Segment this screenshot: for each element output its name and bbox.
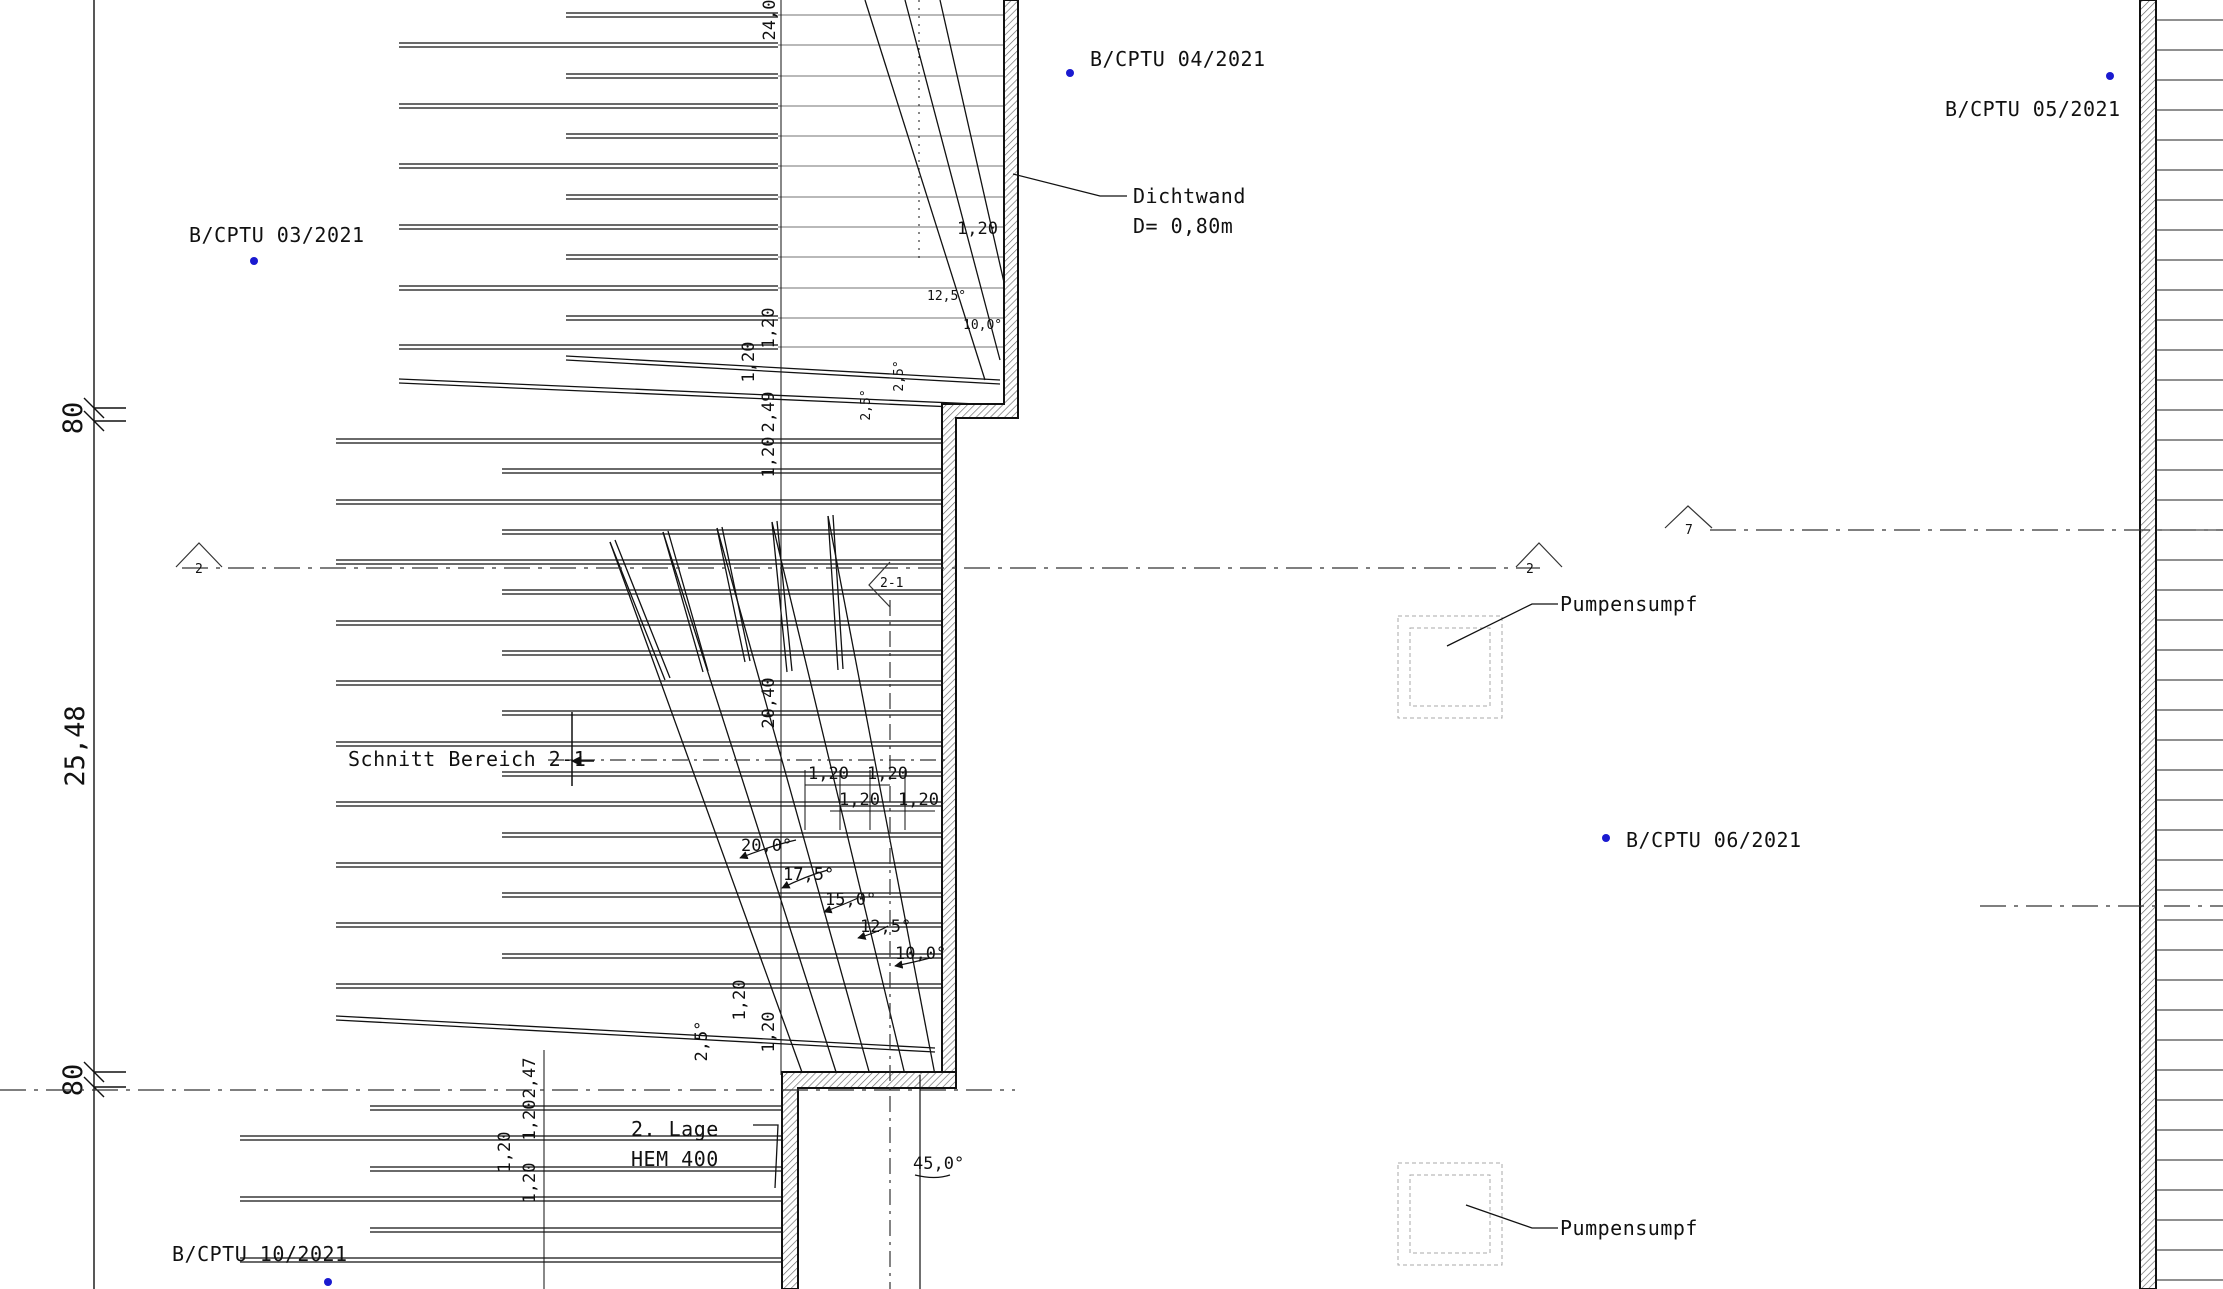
section-marker-far: 7 [1685, 523, 1693, 538]
borehole-dot-06 [1602, 834, 1610, 842]
angle-10-0-top: 10,0° [963, 318, 1002, 333]
angle-2-5-top: 2,5° [892, 360, 907, 391]
dim-24-0: 24,0 [760, 0, 780, 40]
section-lines [0, 505, 2223, 1289]
borehole-dot-10 [324, 1278, 332, 1286]
dim-low-1-20-b: 1,20 [759, 1012, 779, 1053]
dim-low-1-20-a: 1,20 [730, 980, 750, 1021]
left-dimension-chain [83, 0, 126, 1289]
left-dim-text-bottom: 80 [58, 1064, 89, 1097]
borehole-dot-05 [2106, 72, 2114, 80]
leader-lines [753, 173, 1558, 1229]
borehole-label-03: B/CPTU 03/2021 [189, 223, 365, 247]
reference-lines [543, 0, 920, 1289]
left-dim-text-middle: 25,48 [60, 705, 91, 786]
dichtwand-thickness: D= 0,80m [1133, 214, 1233, 238]
dim-mid-1-20-b: 1,20 [867, 764, 908, 784]
section-marker-right: 2 [1526, 562, 1534, 577]
borehole-dot-04 [1066, 69, 1074, 77]
borehole-label-10: B/CPTU 10/2021 [172, 1242, 348, 1266]
borehole-label-04: B/CPTU 04/2021 [1090, 47, 1266, 71]
dim-80-bottom: 80 [58, 1064, 89, 1097]
section-label: Schnitt Bereich 2-1 [348, 747, 586, 771]
dim-20-40: 20,40 [759, 677, 779, 728]
angle-17-5: 17,5° [783, 865, 834, 885]
dim-top-1-20-b: 1,20 [739, 342, 759, 383]
dim-low-2-47: 2,47 [520, 1058, 540, 1099]
pump-sump-1 [1397, 615, 1503, 719]
right-wall-anchors [2156, 19, 2223, 1281]
angle-2-5-top2: 2,5° [859, 389, 874, 420]
dim-low-1-20-c: 1,20 [520, 1100, 540, 1141]
anchor-tendons [778, 14, 1005, 348]
angle-10-0: 10,0° [895, 944, 946, 964]
dim-top-1-20-c: 1,20 [759, 437, 779, 478]
borehole-label-06: B/CPTU 06/2021 [1626, 828, 1802, 852]
mid-dimension-ticks [804, 770, 935, 830]
angle-20-0: 20,0° [741, 836, 792, 856]
dim-right-1-20: 1,20 [957, 219, 998, 239]
lage-label: 2. Lage [631, 1117, 719, 1141]
dim-25-48: 25,48 [60, 705, 91, 786]
angle-15-0: 15,0° [825, 890, 876, 910]
left-dim-text-top: 80 [58, 402, 89, 435]
dim-low-1-20-d: 1,20 [495, 1132, 515, 1173]
section-arrow [570, 712, 594, 786]
dim-mid-1-20-c: 1,20 [839, 790, 880, 810]
angle-45-0: 45,0° [913, 1154, 964, 1174]
hem-label: HEM 400 [631, 1147, 719, 1171]
borehole-label-05: B/CPTU 05/2021 [1945, 97, 2121, 121]
pump-sump-2 [1397, 1162, 1503, 1266]
dim-top-1-20-a: 1,20 [759, 308, 779, 349]
pumpensumpf-label-1: Pumpensumpf [1560, 592, 1698, 616]
diagonal-anchors [609, 0, 1009, 1076]
section-marker-mid: 2-1 [880, 576, 903, 591]
dim-80-top: 80 [58, 402, 89, 435]
ground-anchors [240, 12, 1001, 1263]
dim-top-2-49: 2,49 [759, 392, 779, 433]
dim-low-1-20-e: 1,20 [520, 1163, 540, 1204]
angle-12-5-top: 12,5° [927, 289, 966, 304]
dichtwand-label: Dichtwand [1133, 184, 1246, 208]
borehole-markers [250, 69, 2114, 1286]
diaphragm-wall [781, 0, 2157, 1289]
section-marker-left: 2 [195, 562, 203, 577]
dim-mid-1-20-a: 1,20 [808, 764, 849, 784]
angle-arcs [739, 839, 951, 1289]
pumpensumpf-label-2: Pumpensumpf [1560, 1216, 1698, 1240]
borehole-dot-03 [250, 257, 258, 265]
angle-2-5-low: 2,5° [692, 1021, 712, 1062]
dim-mid-1-20-d: 1,20 [898, 790, 939, 810]
